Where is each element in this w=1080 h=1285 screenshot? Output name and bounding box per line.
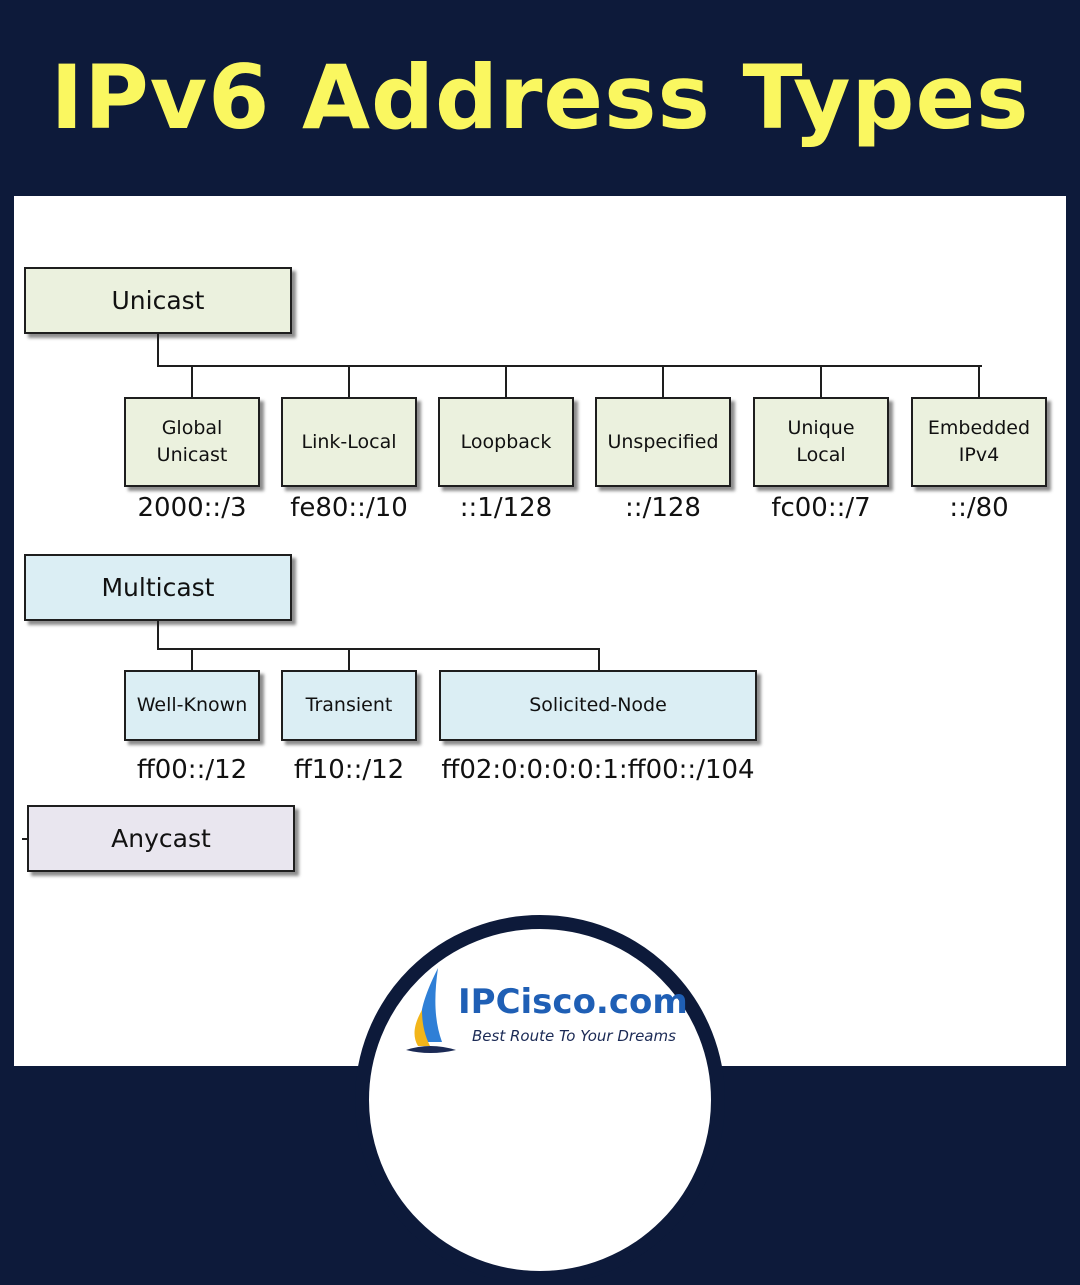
address-label: ff10::/12 <box>293 755 405 785</box>
unicast-box: Unicast <box>24 267 292 334</box>
connector <box>978 365 980 397</box>
multicast-branch-line <box>157 648 600 650</box>
multicast-box: Multicast <box>24 554 292 621</box>
box-label: Unicast <box>156 444 228 466</box>
box-label: Local <box>796 444 846 466</box>
box-label: Solicited-Node <box>529 694 667 716</box>
anycast-stub <box>22 838 28 840</box>
address-label: 2000::/3 <box>137 493 247 523</box>
connector <box>598 648 600 671</box>
address-label: ff02:0:0:0:0:1:ff00::/104 <box>441 755 755 785</box>
address-label: fc00::/7 <box>771 493 871 523</box>
box-label: Unique <box>787 417 855 439</box>
connector <box>820 365 822 397</box>
transient-box: Transient <box>281 670 417 741</box>
anycast-box: Anycast <box>27 805 295 872</box>
address-label: ::/80 <box>949 493 1009 523</box>
address-label: fe80::/10 <box>290 493 408 523</box>
box-label: Global <box>161 417 223 439</box>
box-label: Transient <box>305 694 393 716</box>
logo-slogan: Best Route To Your Dreams <box>472 1027 676 1045</box>
unspecified-box: Unspecified <box>595 397 731 487</box>
page-title: IPv6 Address Types <box>50 46 1030 149</box>
box-label: Unspecified <box>607 430 719 453</box>
unicast-stem <box>157 334 159 367</box>
well-known-box: Well-Known <box>124 670 260 741</box>
box-label: Link-Local <box>301 430 397 453</box>
unicast-branch-line <box>157 365 982 367</box>
box-label: Loopback <box>460 430 552 453</box>
connector <box>348 365 350 397</box>
connector <box>505 365 507 397</box>
multicast-stem <box>157 621 159 649</box>
sail-logo-icon <box>406 968 456 1053</box>
box-label: Embedded <box>927 417 1031 439</box>
logo-name: IPCisco.com <box>458 982 688 1022</box>
connector <box>191 648 193 671</box>
link-local-box: Link-Local <box>281 397 417 487</box>
box-label: IPv4 <box>958 444 1000 466</box>
connector <box>191 365 193 397</box>
address-label: ::/128 <box>625 493 701 523</box>
box-label: Well-Known <box>136 694 248 716</box>
connector <box>348 648 350 671</box>
solicited-node-box: Solicited-Node <box>439 670 757 741</box>
address-label: ::1/128 <box>459 493 553 523</box>
loopback-box: Loopback <box>438 397 574 487</box>
address-label: ff00::/12 <box>136 755 248 785</box>
connector <box>662 365 664 397</box>
